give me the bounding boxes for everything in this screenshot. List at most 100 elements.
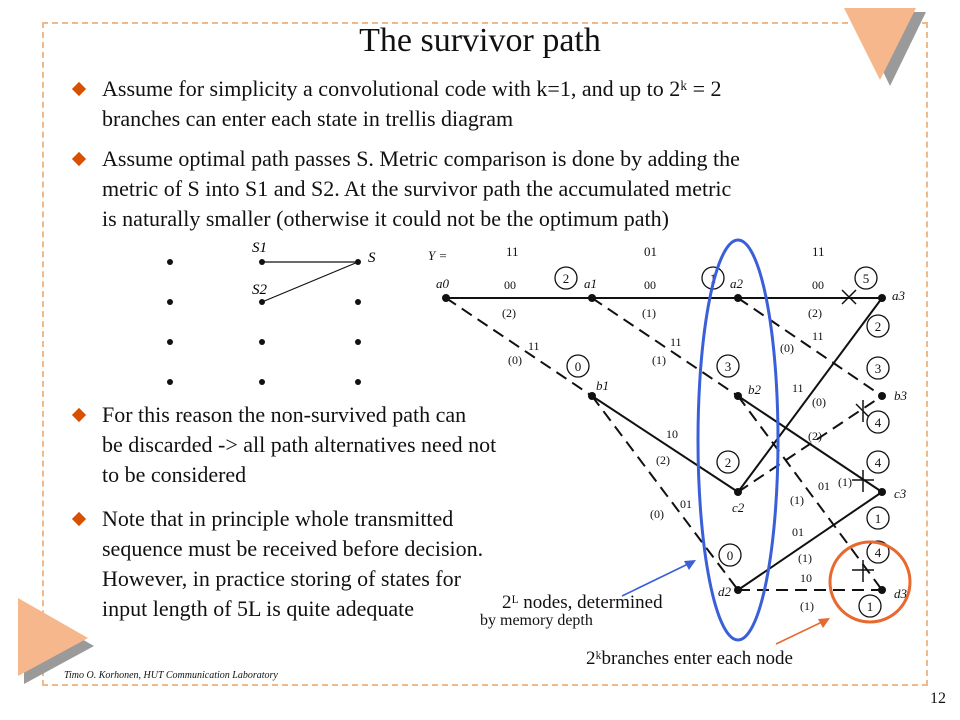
pm-b2: 3 bbox=[716, 354, 740, 378]
small-dot-diagram: S1 S2 S bbox=[167, 240, 376, 385]
annotation-nodes: 2ᴸ nodes, determined bbox=[502, 592, 663, 613]
pm-c3b: 1 bbox=[866, 506, 890, 530]
code-c2a3: 11 bbox=[792, 381, 804, 395]
page-number: 12 bbox=[930, 690, 946, 707]
svg-text:3: 3 bbox=[875, 361, 882, 376]
arrow-to-node bbox=[775, 618, 830, 645]
bullet-4-line-1: Note that in principle whole transmitted bbox=[102, 506, 454, 531]
label-s2: S2 bbox=[252, 282, 268, 298]
bullet-3-line-3: to be considered bbox=[102, 462, 247, 487]
bullet-1-line-1: Assume for simplicity a convolutional co… bbox=[102, 76, 722, 101]
bm-b1c2: (2) bbox=[656, 453, 670, 467]
pm-c2: 2 bbox=[716, 450, 740, 474]
svg-text:1: 1 bbox=[875, 511, 882, 526]
bm-a1b2: (1) bbox=[652, 353, 666, 367]
code-a01: 00 bbox=[504, 278, 516, 292]
node-d2: d2 bbox=[718, 584, 732, 599]
node-b3: b3 bbox=[894, 388, 908, 403]
code-d2d3: 10 bbox=[800, 571, 812, 585]
bullet-4-line-4: input length of 5L is quite adequate bbox=[102, 596, 414, 621]
bullet-4-line-2: sequence must be received before decisio… bbox=[102, 536, 484, 561]
node-a3: a3 bbox=[892, 288, 906, 303]
bullet-2: Assume optimal path passes S. Metric com… bbox=[71, 144, 740, 234]
bm-a23: (2) bbox=[808, 306, 822, 320]
bm-a2b3: (0) bbox=[780, 341, 794, 355]
pm-a1: 2 bbox=[554, 266, 578, 290]
code-a2b3: 11 bbox=[812, 329, 824, 343]
pm-b3b: 4 bbox=[866, 410, 890, 434]
code-d2c3: 01 bbox=[792, 525, 804, 539]
bm-d2d3: (1) bbox=[800, 599, 814, 613]
label-s: S bbox=[368, 250, 376, 266]
bullet-1-line-2: branches can enter each state in trellis… bbox=[102, 106, 514, 131]
bm-c2b3: (2) bbox=[808, 429, 822, 443]
pm-b3: 3 bbox=[866, 356, 890, 380]
bullet-4-line-3: However, in practice storing of states f… bbox=[102, 566, 461, 591]
pm-a3b: 2 bbox=[866, 314, 890, 338]
code-a1b2: 11 bbox=[670, 335, 682, 349]
code-a12: 00 bbox=[644, 278, 656, 292]
svg-text:2: 2 bbox=[875, 319, 882, 334]
node-a1: a1 bbox=[584, 276, 597, 291]
bullet-3-line-1: For this reason the non-survived path ca… bbox=[102, 402, 467, 427]
code-b1c2: 10 bbox=[666, 427, 678, 441]
pm-c3: 4 bbox=[866, 450, 890, 474]
bullet-3: For this reason the non-survived path ca… bbox=[71, 400, 497, 490]
bullet-4: Note that in principle whole transmitted… bbox=[71, 504, 484, 624]
node-c2: c2 bbox=[732, 500, 745, 515]
code-b1d2: 01 bbox=[680, 497, 692, 511]
node-b1: b1 bbox=[596, 378, 609, 393]
bullet-2-line-1: Assume optimal path passes S. Metric com… bbox=[102, 146, 740, 171]
received-label: Y = bbox=[428, 248, 447, 263]
bm-d2c3: (1) bbox=[798, 551, 812, 565]
pm-d2: 0 bbox=[718, 543, 742, 567]
svg-text:3: 3 bbox=[725, 359, 732, 374]
dot-grid bbox=[167, 259, 361, 385]
pm-d3: 4 bbox=[866, 540, 890, 564]
slide-title: The survivor path bbox=[359, 22, 601, 59]
column-highlight-oval bbox=[696, 238, 780, 642]
node-a0: a0 bbox=[436, 276, 450, 291]
arrow-to-column bbox=[621, 560, 696, 597]
node-highlight-circle bbox=[828, 540, 912, 624]
annotation-nodes-2: by memory depth bbox=[480, 612, 593, 629]
svg-text:2: 2 bbox=[563, 271, 570, 286]
annotation-branches: 2ᵏbranches enter each node bbox=[586, 648, 793, 669]
svg-text:0: 0 bbox=[727, 548, 734, 563]
bullet-2-line-2: metric of S into S1 and S2. At the survi… bbox=[102, 176, 732, 201]
discard-marks bbox=[841, 289, 874, 582]
bm-a0b1: (0) bbox=[508, 353, 522, 367]
code-a0b1: 11 bbox=[528, 339, 540, 353]
svg-text:4: 4 bbox=[875, 455, 882, 470]
decor-triangle-bottom-left bbox=[18, 598, 94, 684]
received-1: 11 bbox=[506, 244, 519, 259]
svg-text:5: 5 bbox=[863, 271, 870, 286]
node-b2: b2 bbox=[748, 382, 762, 397]
pm-d3b: 1 bbox=[858, 594, 882, 618]
slide-frame bbox=[42, 22, 928, 686]
bm-c3: (1) bbox=[838, 475, 852, 489]
pm-a3: 5 bbox=[854, 266, 878, 290]
bm-a12: (1) bbox=[642, 306, 656, 320]
node-d3: d3 bbox=[894, 586, 908, 601]
svg-text:0: 0 bbox=[575, 359, 582, 374]
bm-a01: (2) bbox=[502, 306, 516, 320]
bm-b2c3: (0) bbox=[812, 395, 826, 409]
received-3: 11 bbox=[812, 244, 825, 259]
bullet-2-line-3: is naturally smaller (otherwise it could… bbox=[102, 206, 669, 231]
received-2: 01 bbox=[644, 244, 657, 259]
bullet-3-line-2: be discarded -> all path alternatives ne… bbox=[102, 432, 497, 457]
label-s1: S1 bbox=[252, 240, 267, 256]
svg-text:2: 2 bbox=[725, 455, 732, 470]
decor-triangle-top-right bbox=[844, 8, 926, 86]
pm-b1: 0 bbox=[566, 354, 590, 378]
node-c3: c3 bbox=[894, 486, 907, 501]
footer-credit: Timo O. Korhonen, HUT Communication Labo… bbox=[64, 670, 278, 681]
bm-b1d2: (0) bbox=[650, 507, 664, 521]
code-a23: 00 bbox=[812, 278, 824, 292]
node-a2: a2 bbox=[730, 276, 744, 291]
code-b2d3: 01 bbox=[818, 479, 830, 493]
svg-text:1: 1 bbox=[867, 599, 874, 614]
svg-text:4: 4 bbox=[875, 545, 882, 560]
